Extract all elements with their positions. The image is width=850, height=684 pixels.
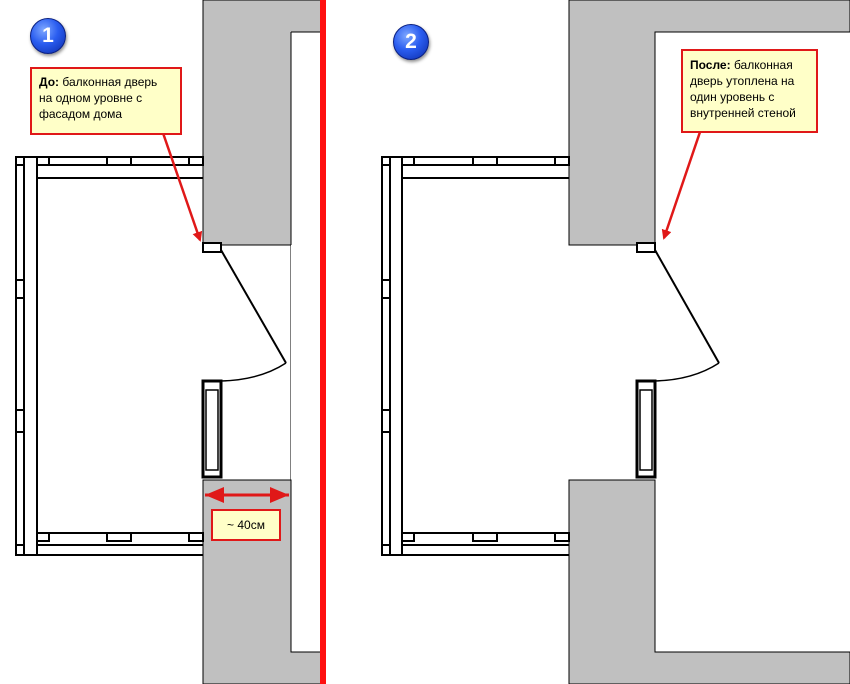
room-interior-before <box>291 32 322 652</box>
callout-arrow-after <box>661 131 702 240</box>
dimension-label: ~ 40см <box>211 509 281 541</box>
window-sashes-before <box>15 156 204 556</box>
balcony-door-before <box>201 242 287 479</box>
window-sashes-after <box>381 156 570 556</box>
step-badge-1: 1 <box>30 18 66 54</box>
callout-before: До: балконная дверь на одном уровне с фа… <box>30 67 182 135</box>
balcony-door-after <box>635 242 720 479</box>
panel-after <box>381 0 850 684</box>
callout-before-body: балконная дверь на одном уровне с фасадо… <box>39 75 158 121</box>
wall-lower-after <box>568 479 850 684</box>
callout-after-title: После: <box>690 58 731 72</box>
callout-before-title: До: <box>39 75 60 89</box>
step-badge-2: 2 <box>393 24 429 60</box>
callout-arrow-before <box>161 132 203 242</box>
callout-after-body: балконная дверь утоплена на один уровень… <box>690 58 796 120</box>
wall-upper-after <box>568 0 850 246</box>
balcony-frame-before <box>15 156 203 556</box>
balcony-frame-after <box>381 156 569 556</box>
panel-divider <box>320 0 326 684</box>
dimension-arrow <box>205 487 289 503</box>
callout-after: После: балконная дверь утоплена на один … <box>681 49 818 133</box>
